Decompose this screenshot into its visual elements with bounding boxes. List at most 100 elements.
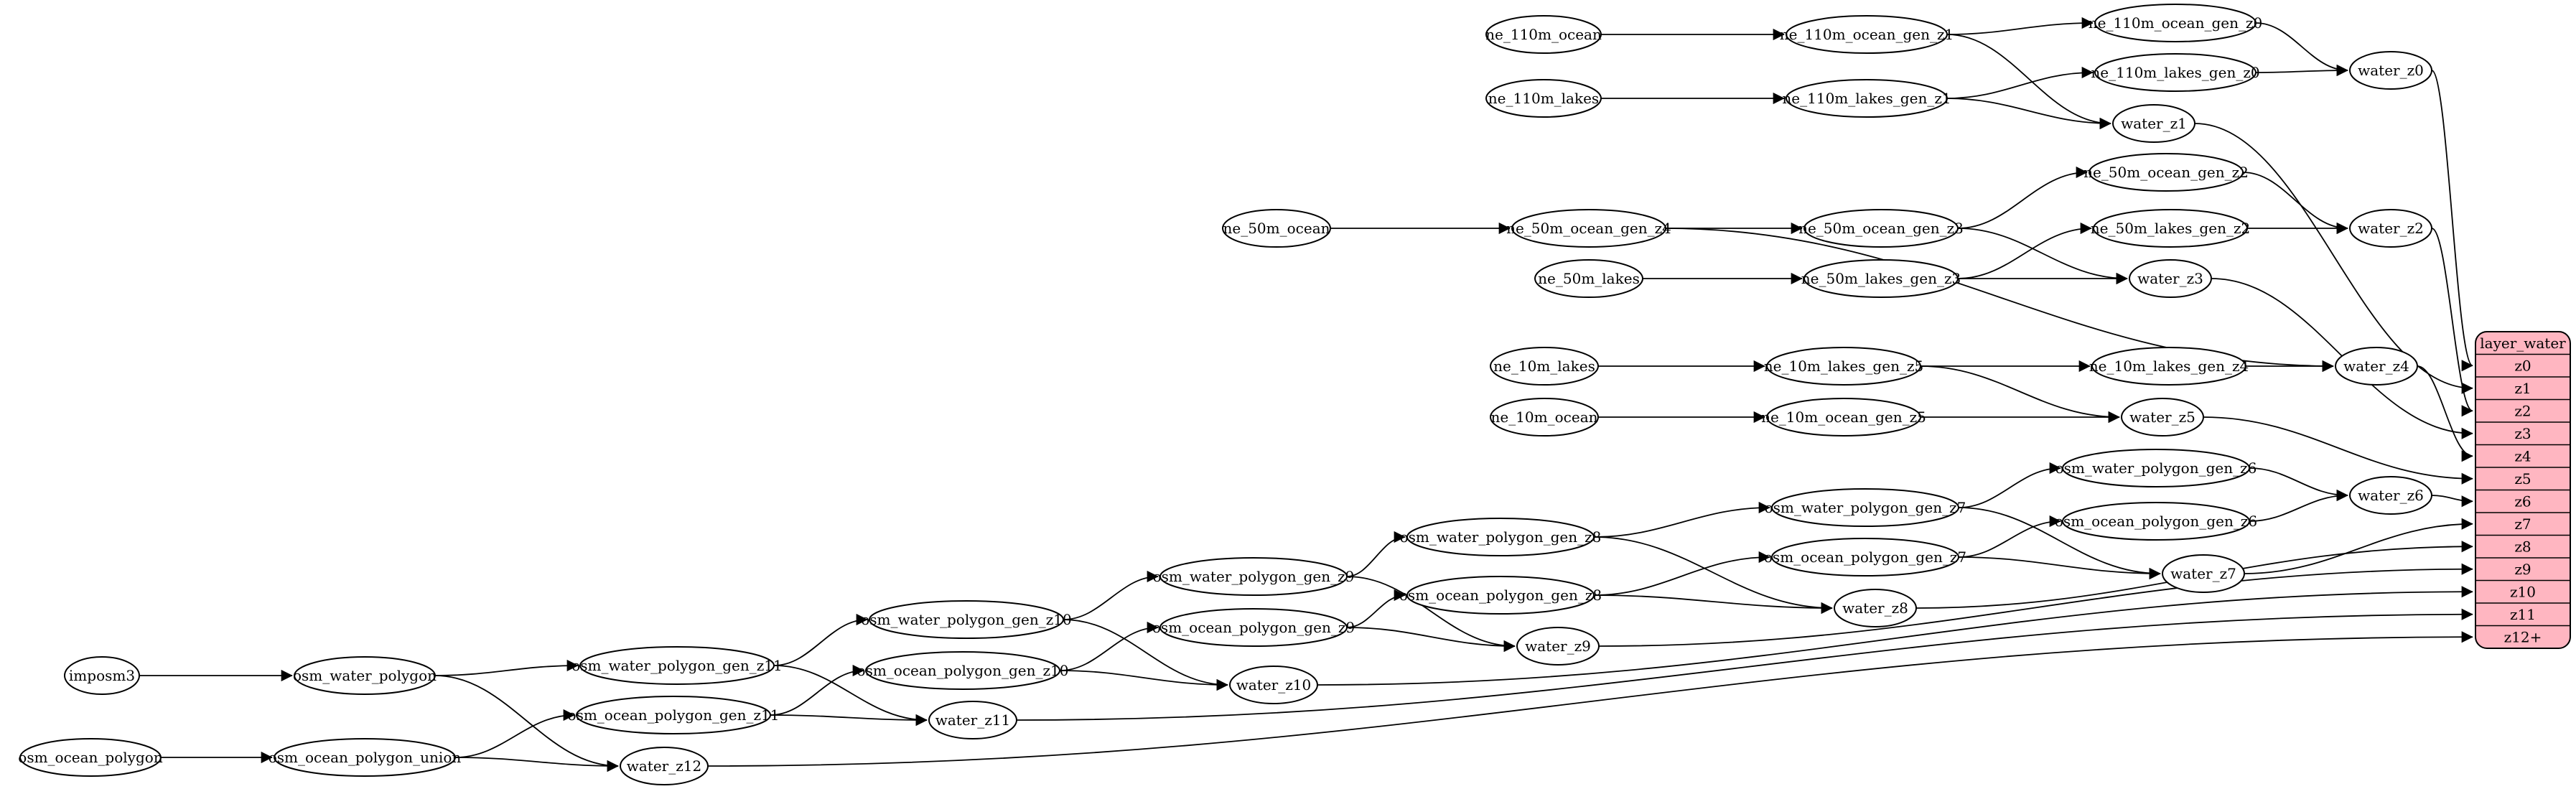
edge-ne_110m_lakes_gen_z0-to-water_z0 (2255, 64, 2348, 77)
node-osm_ocean_polygon: osm_ocean_polygon (18, 738, 163, 777)
node-label: ne_110m_ocean (1485, 26, 1602, 43)
node-water_z7: water_z7 (2162, 554, 2245, 593)
node-label: ne_50m_ocean_gen_z2 (2083, 164, 2249, 181)
node-ellipse (2112, 104, 2195, 143)
table-row-z4: z4 (2514, 447, 2531, 464)
node-ellipse (2093, 209, 2248, 248)
node-imposm3: imposm3 (64, 656, 140, 695)
node-ne_110m_ocean_gen_z0: ne_110m_ocean_gen_z0 (2089, 4, 2262, 42)
node-label: ne_110m_lakes_gen_z0 (2091, 64, 2259, 81)
table-row-z0: z0 (2514, 357, 2531, 374)
node-ellipse (1229, 666, 1318, 704)
edge-osm_ocean_polygon_gen_z9-to-osm_ocean_polygon_gen_z8 (1346, 589, 1406, 628)
node-ellipse (1834, 589, 1917, 627)
edge-osm_ocean_polygon_gen_z8-to-water_z8 (1593, 594, 1833, 615)
node-ellipse (869, 600, 1064, 639)
node-osm_water_polygon: osm_water_polygon (293, 656, 437, 695)
edge-osm_ocean_polygon_gen_z6-to-water_z6 (2249, 489, 2348, 522)
node-ellipse (1490, 347, 1599, 386)
node-ellipse (294, 656, 436, 695)
node-label: ne_10m_ocean (1490, 408, 1597, 426)
edge-osm_ocean_polygon_gen_z11-to-osm_ocean_polygon_gen_z10 (770, 664, 864, 716)
node-osm_water_polygon_gen_z6: osm_water_polygon_gen_z6 (2055, 449, 2257, 487)
node-water_z2: water_z2 (2349, 209, 2432, 248)
node-label: ne_50m_ocean (1223, 220, 1330, 237)
node-osm_water_polygon_gen_z9: osm_water_polygon_gen_z9 (1153, 557, 1354, 596)
edge-ne_50m_ocean_gen_z3-to-ne_50m_ocean_gen_z2 (1957, 166, 2088, 229)
node-osm_ocean_polygon_union: osm_ocean_polygon_union (269, 738, 462, 777)
node-ellipse (2335, 347, 2418, 386)
table-row-z5: z5 (2514, 470, 2531, 487)
table-row-z12+: z12+ (2504, 628, 2542, 645)
table-row-z7: z7 (2514, 515, 2531, 533)
table-row-z10: z10 (2510, 583, 2536, 600)
node-ellipse (576, 696, 771, 734)
node-label: ne_50m_lakes (1538, 270, 1640, 287)
table-row-z8: z8 (2514, 538, 2531, 555)
node-water_z5: water_z5 (2121, 398, 2204, 436)
node-water_z11: water_z11 (928, 701, 1017, 739)
node-label: osm_ocean_polygon (18, 749, 163, 766)
node-ellipse (2129, 259, 2212, 298)
edge-osm_ocean_polygon_gen_z7-to-water_z7 (1958, 556, 2161, 580)
node-osm_ocean_polygon_gen_z9: osm_ocean_polygon_gen_z9 (1152, 608, 1355, 647)
node-ellipse (865, 651, 1060, 690)
node-ne_110m_lakes_gen_z0: ne_110m_lakes_gen_z0 (2091, 53, 2260, 92)
node-ellipse (2094, 4, 2257, 42)
node-ellipse (1766, 347, 1921, 386)
node-label: water_z7 (2170, 565, 2236, 582)
table-row-z11: z11 (2510, 606, 2536, 623)
node-label: osm_ocean_polygon_gen_z9 (1152, 619, 1355, 636)
table-row-z2: z2 (2514, 402, 2531, 419)
node-ellipse (1406, 518, 1595, 556)
table-row-z1: z1 (2514, 380, 2531, 397)
node-ne_50m_lakes: ne_50m_lakes (1534, 259, 1643, 298)
node-water_z8: water_z8 (1834, 589, 1917, 627)
edge-water_z7-to-layer_water-z7 (2244, 518, 2473, 574)
edge-ne_110m_ocean_gen_z0-to-water_z0 (2255, 22, 2348, 77)
node-label: water_z9 (1525, 638, 1591, 655)
edge-osm_water_polygon_gen_z11-to-osm_water_polygon_gen_z10 (773, 613, 868, 666)
node-label: osm_water_polygon_gen_z8 (1400, 528, 1602, 546)
node-ne_50m_ocean_gen_z2: ne_50m_ocean_gen_z2 (2083, 153, 2249, 192)
node-osm_ocean_polygon_gen_z7: osm_ocean_polygon_gen_z7 (1764, 538, 1966, 576)
node-ellipse (19, 738, 162, 777)
node-label: water_z4 (2343, 358, 2409, 375)
node-ellipse (1406, 576, 1595, 615)
edge-water_z12-to-layer_water-z12+ (707, 631, 2473, 767)
node-label: water_z3 (2137, 270, 2203, 287)
node-water_z10: water_z10 (1229, 666, 1318, 704)
node-ellipse (2062, 502, 2250, 541)
node-ne_50m_lakes_gen_z3: ne_50m_lakes_gen_z3 (1801, 259, 1961, 298)
edge-ne_50m_ocean_gen_z2-to-water_z2 (2242, 172, 2348, 235)
node-label: water_z8 (1842, 599, 1908, 617)
node-ellipse (274, 738, 456, 777)
edge-ne_50m_lakes_gen_z3-to-ne_50m_lakes_gen_z2 (1957, 222, 2092, 279)
node-label: ne_110m_lakes (1488, 90, 1599, 107)
node-label: ne_10m_lakes (1493, 358, 1595, 375)
node-ellipse (2091, 347, 2246, 386)
node-ne_110m_lakes_gen_z1: ne_110m_lakes_gen_z1 (1782, 79, 1951, 118)
node-ellipse (620, 747, 709, 785)
node-label: osm_ocean_polygon_union (269, 749, 462, 766)
node-ellipse (1786, 79, 1948, 118)
node-label: ne_10m_lakes_gen_z4 (2089, 358, 2249, 375)
node-ellipse (1222, 209, 1331, 248)
node-water_z12: water_z12 (620, 747, 709, 785)
edge-osm_water_polygon_gen_z9-to-water_z9 (1346, 576, 1516, 653)
node-ne_50m_ocean: ne_50m_ocean (1222, 209, 1331, 248)
node-ellipse (1786, 15, 1948, 54)
edge-osm_ocean_polygon_gen_z10-to-osm_ocean_polygon_gen_z9 (1059, 621, 1159, 671)
edge-osm_ocean_polygon_gen_z9-to-water_z9 (1346, 627, 1516, 653)
node-label: osm_ocean_polygon_gen_z7 (1764, 548, 1966, 566)
edge-osm_ocean_polygon_gen_z7-to-osm_ocean_polygon_gen_z6 (1958, 515, 2061, 558)
node-ellipse (1490, 398, 1599, 436)
node-ellipse (1516, 627, 1600, 666)
edge-water_z2-to-layer_water-z2 (2431, 228, 2473, 417)
edge-osm_water_polygon-to-water_z12 (434, 675, 619, 772)
node-label: ne_110m_ocean_gen_z1 (1780, 26, 1954, 43)
edge-osm_water_polygon-to-osm_water_polygon_gen_z11 (434, 659, 579, 676)
edge-water_z0-to-layer_water-z0 (2431, 70, 2473, 372)
node-osm_ocean_polygon_gen_z6: osm_ocean_polygon_gen_z6 (2055, 502, 2257, 541)
